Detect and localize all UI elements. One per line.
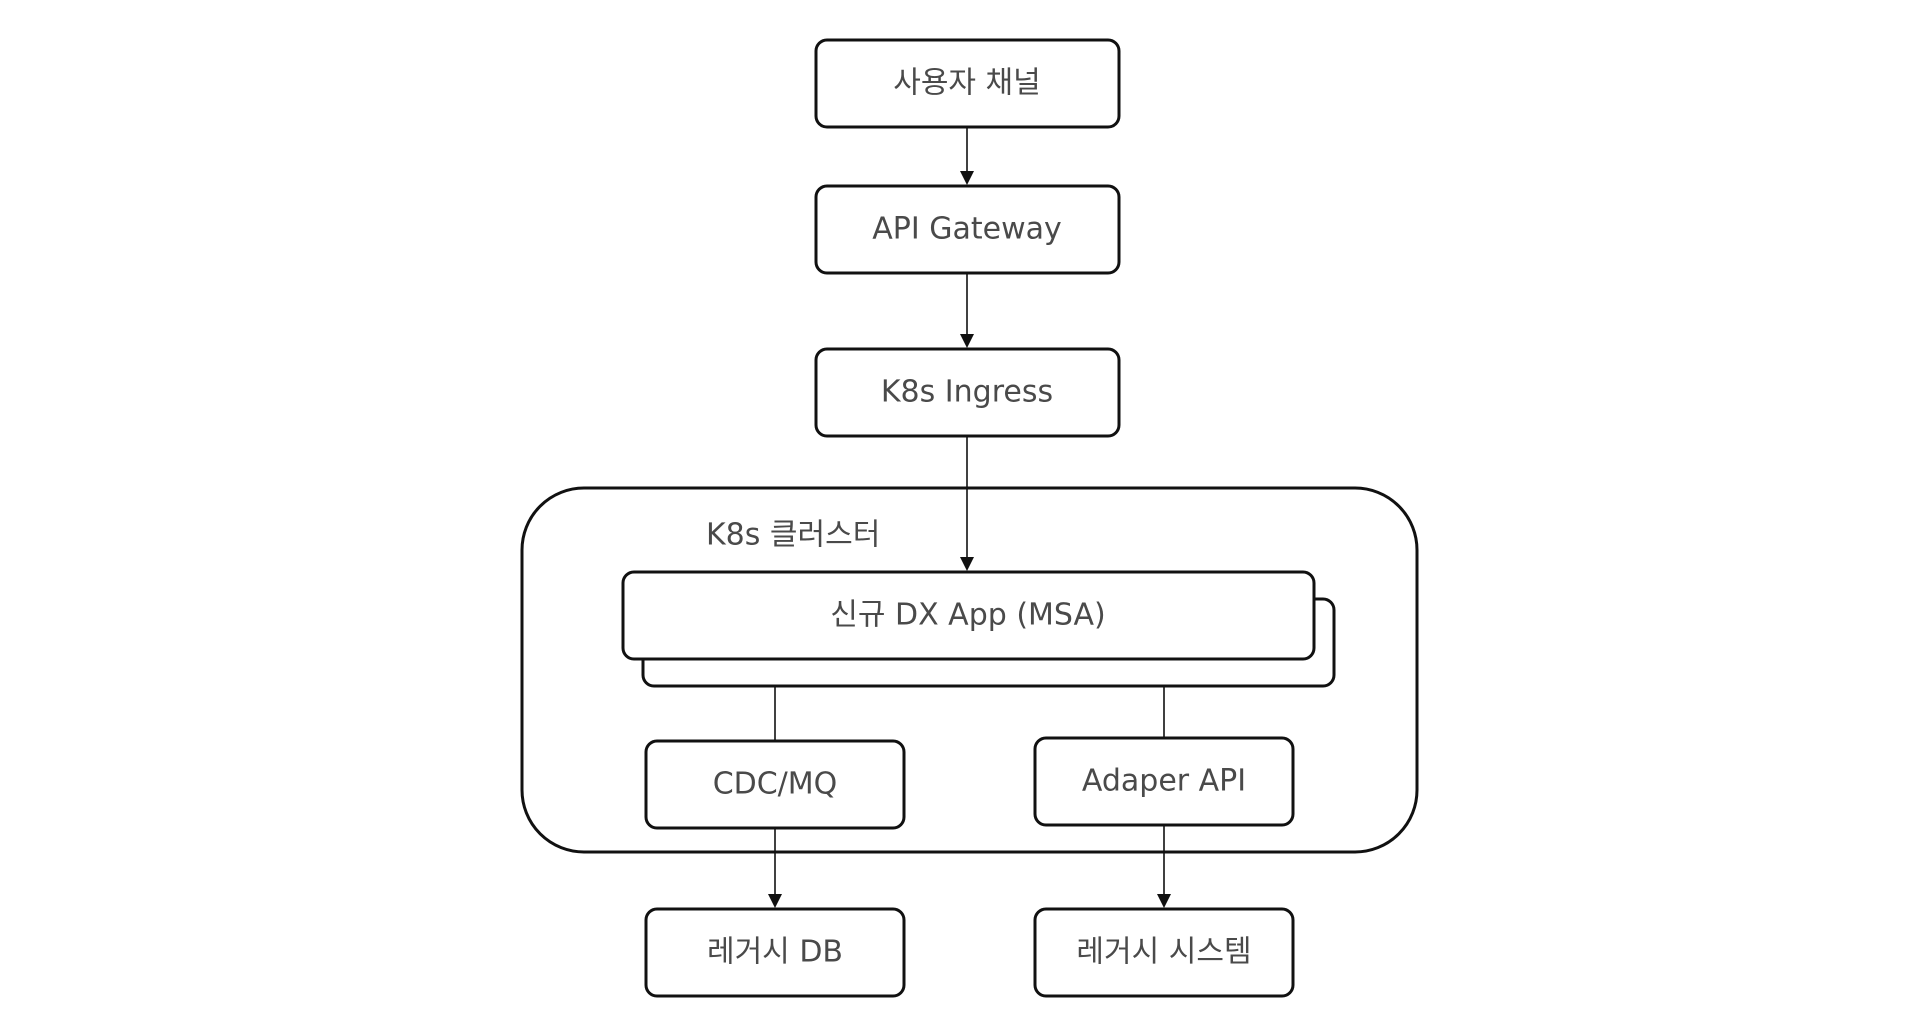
node-dx-app: 신규 DX App (MSA) bbox=[621, 570, 1336, 688]
node-legacy-system-label: 레거시 시스템 bbox=[1076, 935, 1251, 970]
node-legacy-db: 레거시 DB bbox=[644, 907, 906, 998]
node-k8s-ingress: K8s Ingress bbox=[814, 347, 1121, 438]
edge-adapter-api-to-legacy-system bbox=[1157, 826, 1171, 908]
node-k8s-ingress-label: K8s Ingress bbox=[881, 375, 1053, 410]
k8s-cluster-label: K8s 클러스터 bbox=[706, 518, 880, 553]
edge-cdc-mq-to-legacy-db bbox=[768, 829, 782, 908]
node-cdc-mq-label: CDC/MQ bbox=[713, 767, 838, 802]
node-k8s-ingress-box bbox=[814, 347, 1121, 438]
arrow-head bbox=[768, 894, 782, 908]
node-adapter-api-label: Adaper API bbox=[1082, 764, 1246, 799]
arrow-head bbox=[960, 557, 974, 571]
node-api-gateway: API Gateway bbox=[814, 184, 1121, 275]
node-dx-app-label: 신규 DX App (MSA) bbox=[830, 598, 1105, 633]
node-legacy-db-label: 레거시 DB bbox=[707, 935, 843, 970]
arrow-head bbox=[1157, 894, 1171, 908]
node-cdc-mq-box bbox=[644, 739, 906, 830]
node-adapter-api: Adaper API bbox=[1033, 736, 1295, 827]
arrow-head bbox=[960, 334, 974, 348]
node-dx-app-box bbox=[621, 570, 1316, 661]
node-legacy-system: 레거시 시스템 bbox=[1033, 907, 1295, 998]
node-adapter-api-box bbox=[1033, 736, 1295, 827]
node-api-gateway-box bbox=[814, 184, 1121, 275]
node-legacy-system-box bbox=[1033, 907, 1295, 998]
node-user-channel: 사용자 채널 bbox=[814, 38, 1121, 129]
node-legacy-db-box bbox=[644, 907, 906, 998]
arrow-head bbox=[960, 171, 974, 185]
node-user-channel-label: 사용자 채널 bbox=[893, 66, 1041, 101]
node-user-channel-box bbox=[814, 38, 1121, 129]
edge-k8s-ingress-to-dx-app bbox=[960, 437, 974, 571]
node-api-gateway-label: API Gateway bbox=[872, 212, 1062, 247]
edge-api-gateway-to-k8s-ingress bbox=[960, 274, 974, 348]
node-cdc-mq: CDC/MQ bbox=[644, 739, 906, 830]
edge-user-channel-to-api-gateway bbox=[960, 128, 974, 185]
